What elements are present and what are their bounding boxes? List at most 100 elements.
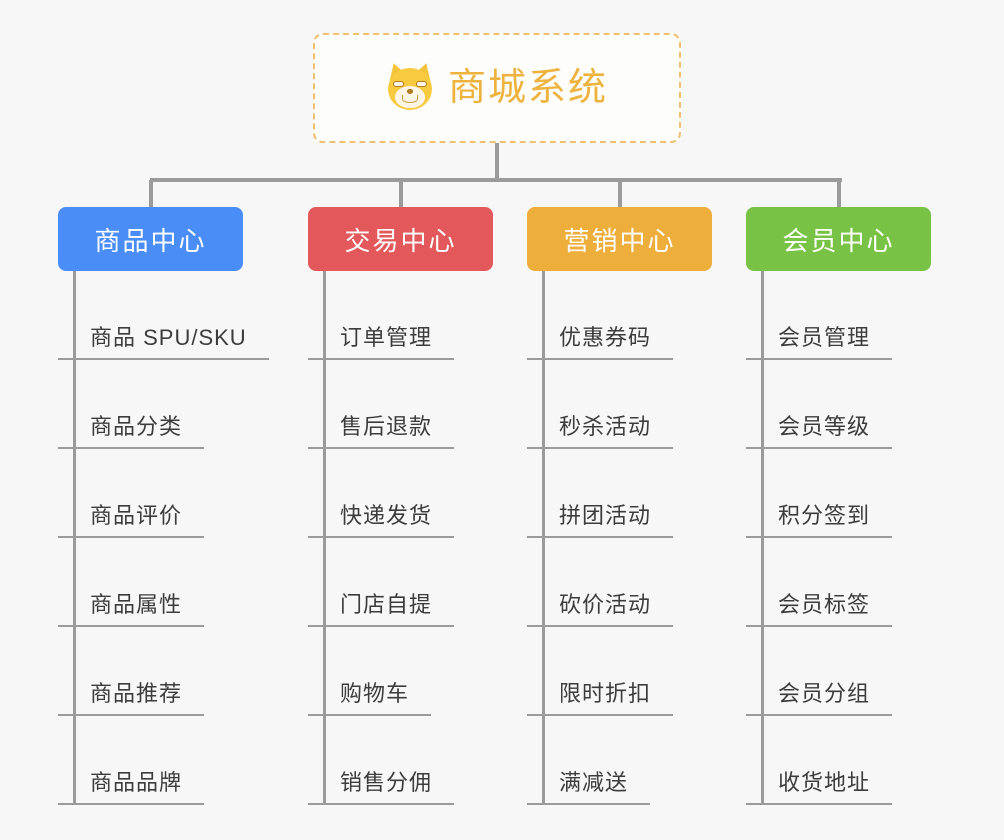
- leaf-item[interactable]: 收货地址: [746, 716, 931, 805]
- leaf-underline: 会员等级: [746, 409, 893, 449]
- leaf-item-label: 限时折扣: [559, 681, 652, 706]
- leaf-item-label: 满减送: [559, 770, 629, 795]
- leaf-item[interactable]: 会员等级: [746, 360, 931, 449]
- category-header-member-center[interactable]: 会员中心: [746, 207, 931, 271]
- leaf-list-member-center: 会员管理会员等级积分签到会员标签会员分组收货地址: [746, 271, 931, 805]
- connector-drop-product-center: [148, 180, 153, 207]
- leaf-item-label: 会员等级: [778, 414, 871, 439]
- leaf-underline: 购物车: [308, 676, 432, 716]
- leaf-item-label: 会员分组: [778, 681, 871, 706]
- leaf-item[interactable]: 砍价活动: [527, 538, 712, 627]
- connector-drop-marketing-center: [617, 180, 622, 207]
- leaf-item-label: 门店自提: [340, 592, 433, 617]
- leaf-item-label: 商品属性: [90, 592, 183, 617]
- connector-bar: [150, 178, 842, 182]
- leaf-item[interactable]: 满减送: [527, 716, 712, 805]
- leaf-item-label: 快递发货: [340, 503, 433, 528]
- leaf-item[interactable]: 会员标签: [746, 538, 931, 627]
- leaf-underline: 订单管理: [308, 320, 455, 360]
- leaf-item-label: 收货地址: [778, 770, 871, 795]
- leaf-item-label: 商品评价: [90, 503, 183, 528]
- dog-face-icon: [385, 60, 435, 112]
- connector-stem: [495, 143, 499, 180]
- leaf-list-trade-center: 订单管理售后退款快递发货门店自提购物车销售分佣: [308, 271, 493, 805]
- leaf-underline: 商品评价: [58, 498, 205, 538]
- leaf-item[interactable]: 商品评价: [58, 449, 243, 538]
- leaf-item[interactable]: 会员管理: [746, 271, 931, 360]
- leaf-list-product-center: 商品 SPU/SKU 商品分类商品评价商品属性商品推荐商品品牌: [58, 271, 269, 805]
- leaf-item-label: 砍价活动: [559, 592, 652, 617]
- root-node[interactable]: 商城系统: [313, 33, 681, 143]
- category-header-marketing-center[interactable]: 营销中心: [527, 207, 712, 271]
- leaf-underline: 销售分佣: [308, 765, 455, 805]
- leaf-underline: 快递发货: [308, 498, 455, 538]
- leaf-underline: 售后退款: [308, 409, 455, 449]
- leaf-item[interactable]: 秒杀活动: [527, 360, 712, 449]
- leaf-item-label: 会员管理: [778, 325, 871, 350]
- leaf-underline: 会员分组: [746, 676, 893, 716]
- leaf-item[interactable]: 限时折扣: [527, 627, 712, 716]
- leaf-underline: 积分签到: [746, 498, 893, 538]
- leaf-item-label: 积分签到: [778, 503, 871, 528]
- connector-drop-trade-center: [398, 180, 403, 207]
- leaf-item-label: 订单管理: [340, 325, 433, 350]
- leaf-item-label: 商品推荐: [90, 681, 183, 706]
- leaf-item-label: 销售分佣: [340, 770, 433, 795]
- leaf-underline: 砍价活动: [527, 587, 674, 627]
- leaf-item-label: 会员标签: [778, 592, 871, 617]
- leaf-item[interactable]: 商品属性: [58, 538, 243, 627]
- leaf-underline: 收货地址: [746, 765, 893, 805]
- leaf-item[interactable]: 商品推荐: [58, 627, 243, 716]
- leaf-item[interactable]: 会员分组: [746, 627, 931, 716]
- category-label: 会员中心: [782, 225, 895, 256]
- category-column-trade-center: 交易中心订单管理售后退款快递发货门店自提购物车销售分佣: [308, 207, 493, 805]
- leaf-item-label: 商品品牌: [90, 770, 183, 795]
- category-label: 交易中心: [344, 225, 457, 256]
- category-column-product-center: 商品中心商品 SPU/SKU 商品分类商品评价商品属性商品推荐商品品牌: [58, 207, 269, 805]
- leaf-item-label: 售后退款: [340, 414, 433, 439]
- leaf-underline: 门店自提: [308, 587, 455, 627]
- leaf-underline: 会员管理: [746, 320, 893, 360]
- leaf-underline: 满减送: [527, 765, 651, 805]
- category-column-member-center: 会员中心会员管理会员等级积分签到会员标签会员分组收货地址: [746, 207, 931, 805]
- category-label: 商品中心: [94, 225, 207, 256]
- leaf-item[interactable]: 积分签到: [746, 449, 931, 538]
- leaf-item[interactable]: 订单管理: [308, 271, 493, 360]
- leaf-item-label: 秒杀活动: [559, 414, 652, 439]
- leaf-list-marketing-center: 优惠券码秒杀活动拼团活动砍价活动限时折扣满减送: [527, 271, 712, 805]
- leaf-underline: 拼团活动: [527, 498, 674, 538]
- leaf-underline: 会员标签: [746, 587, 893, 627]
- leaf-item[interactable]: 商品品牌: [58, 716, 243, 805]
- leaf-item[interactable]: 购物车: [308, 627, 493, 716]
- leaf-item[interactable]: 快递发货: [308, 449, 493, 538]
- root-title: 商城系统: [447, 67, 608, 109]
- leaf-item[interactable]: 商品分类: [58, 360, 243, 449]
- leaf-item[interactable]: 销售分佣: [308, 716, 493, 805]
- category-header-trade-center[interactable]: 交易中心: [308, 207, 493, 271]
- leaf-underline: 优惠券码: [527, 320, 674, 360]
- leaf-item[interactable]: 拼团活动: [527, 449, 712, 538]
- category-column-marketing-center: 营销中心优惠券码秒杀活动拼团活动砍价活动限时折扣满减送: [527, 207, 712, 805]
- leaf-spine: [761, 271, 764, 805]
- leaf-item-label: 商品 SPU/SKU: [90, 325, 247, 350]
- leaf-underline: 商品属性: [58, 587, 205, 627]
- category-label: 营销中心: [563, 225, 676, 256]
- leaf-underline: 商品品牌: [58, 765, 205, 805]
- category-header-product-center[interactable]: 商品中心: [58, 207, 243, 271]
- leaf-underline: 商品分类: [58, 409, 205, 449]
- leaf-spine: [323, 271, 326, 805]
- leaf-underline: 商品推荐: [58, 676, 205, 716]
- leaf-underline: 限时折扣: [527, 676, 674, 716]
- connector-drop-member-center: [836, 180, 841, 207]
- leaf-spine: [73, 271, 76, 805]
- leaf-underline: 商品 SPU/SKU: [58, 320, 269, 360]
- leaf-item-label: 购物车: [340, 681, 410, 706]
- leaf-item-label: 优惠券码: [559, 325, 652, 350]
- leaf-item[interactable]: 优惠券码: [527, 271, 712, 360]
- leaf-item-label: 商品分类: [90, 414, 183, 439]
- leaf-item[interactable]: 售后退款: [308, 360, 493, 449]
- leaf-item[interactable]: 门店自提: [308, 538, 493, 627]
- leaf-item[interactable]: 商品 SPU/SKU: [58, 271, 269, 360]
- leaf-item-label: 拼团活动: [559, 503, 652, 528]
